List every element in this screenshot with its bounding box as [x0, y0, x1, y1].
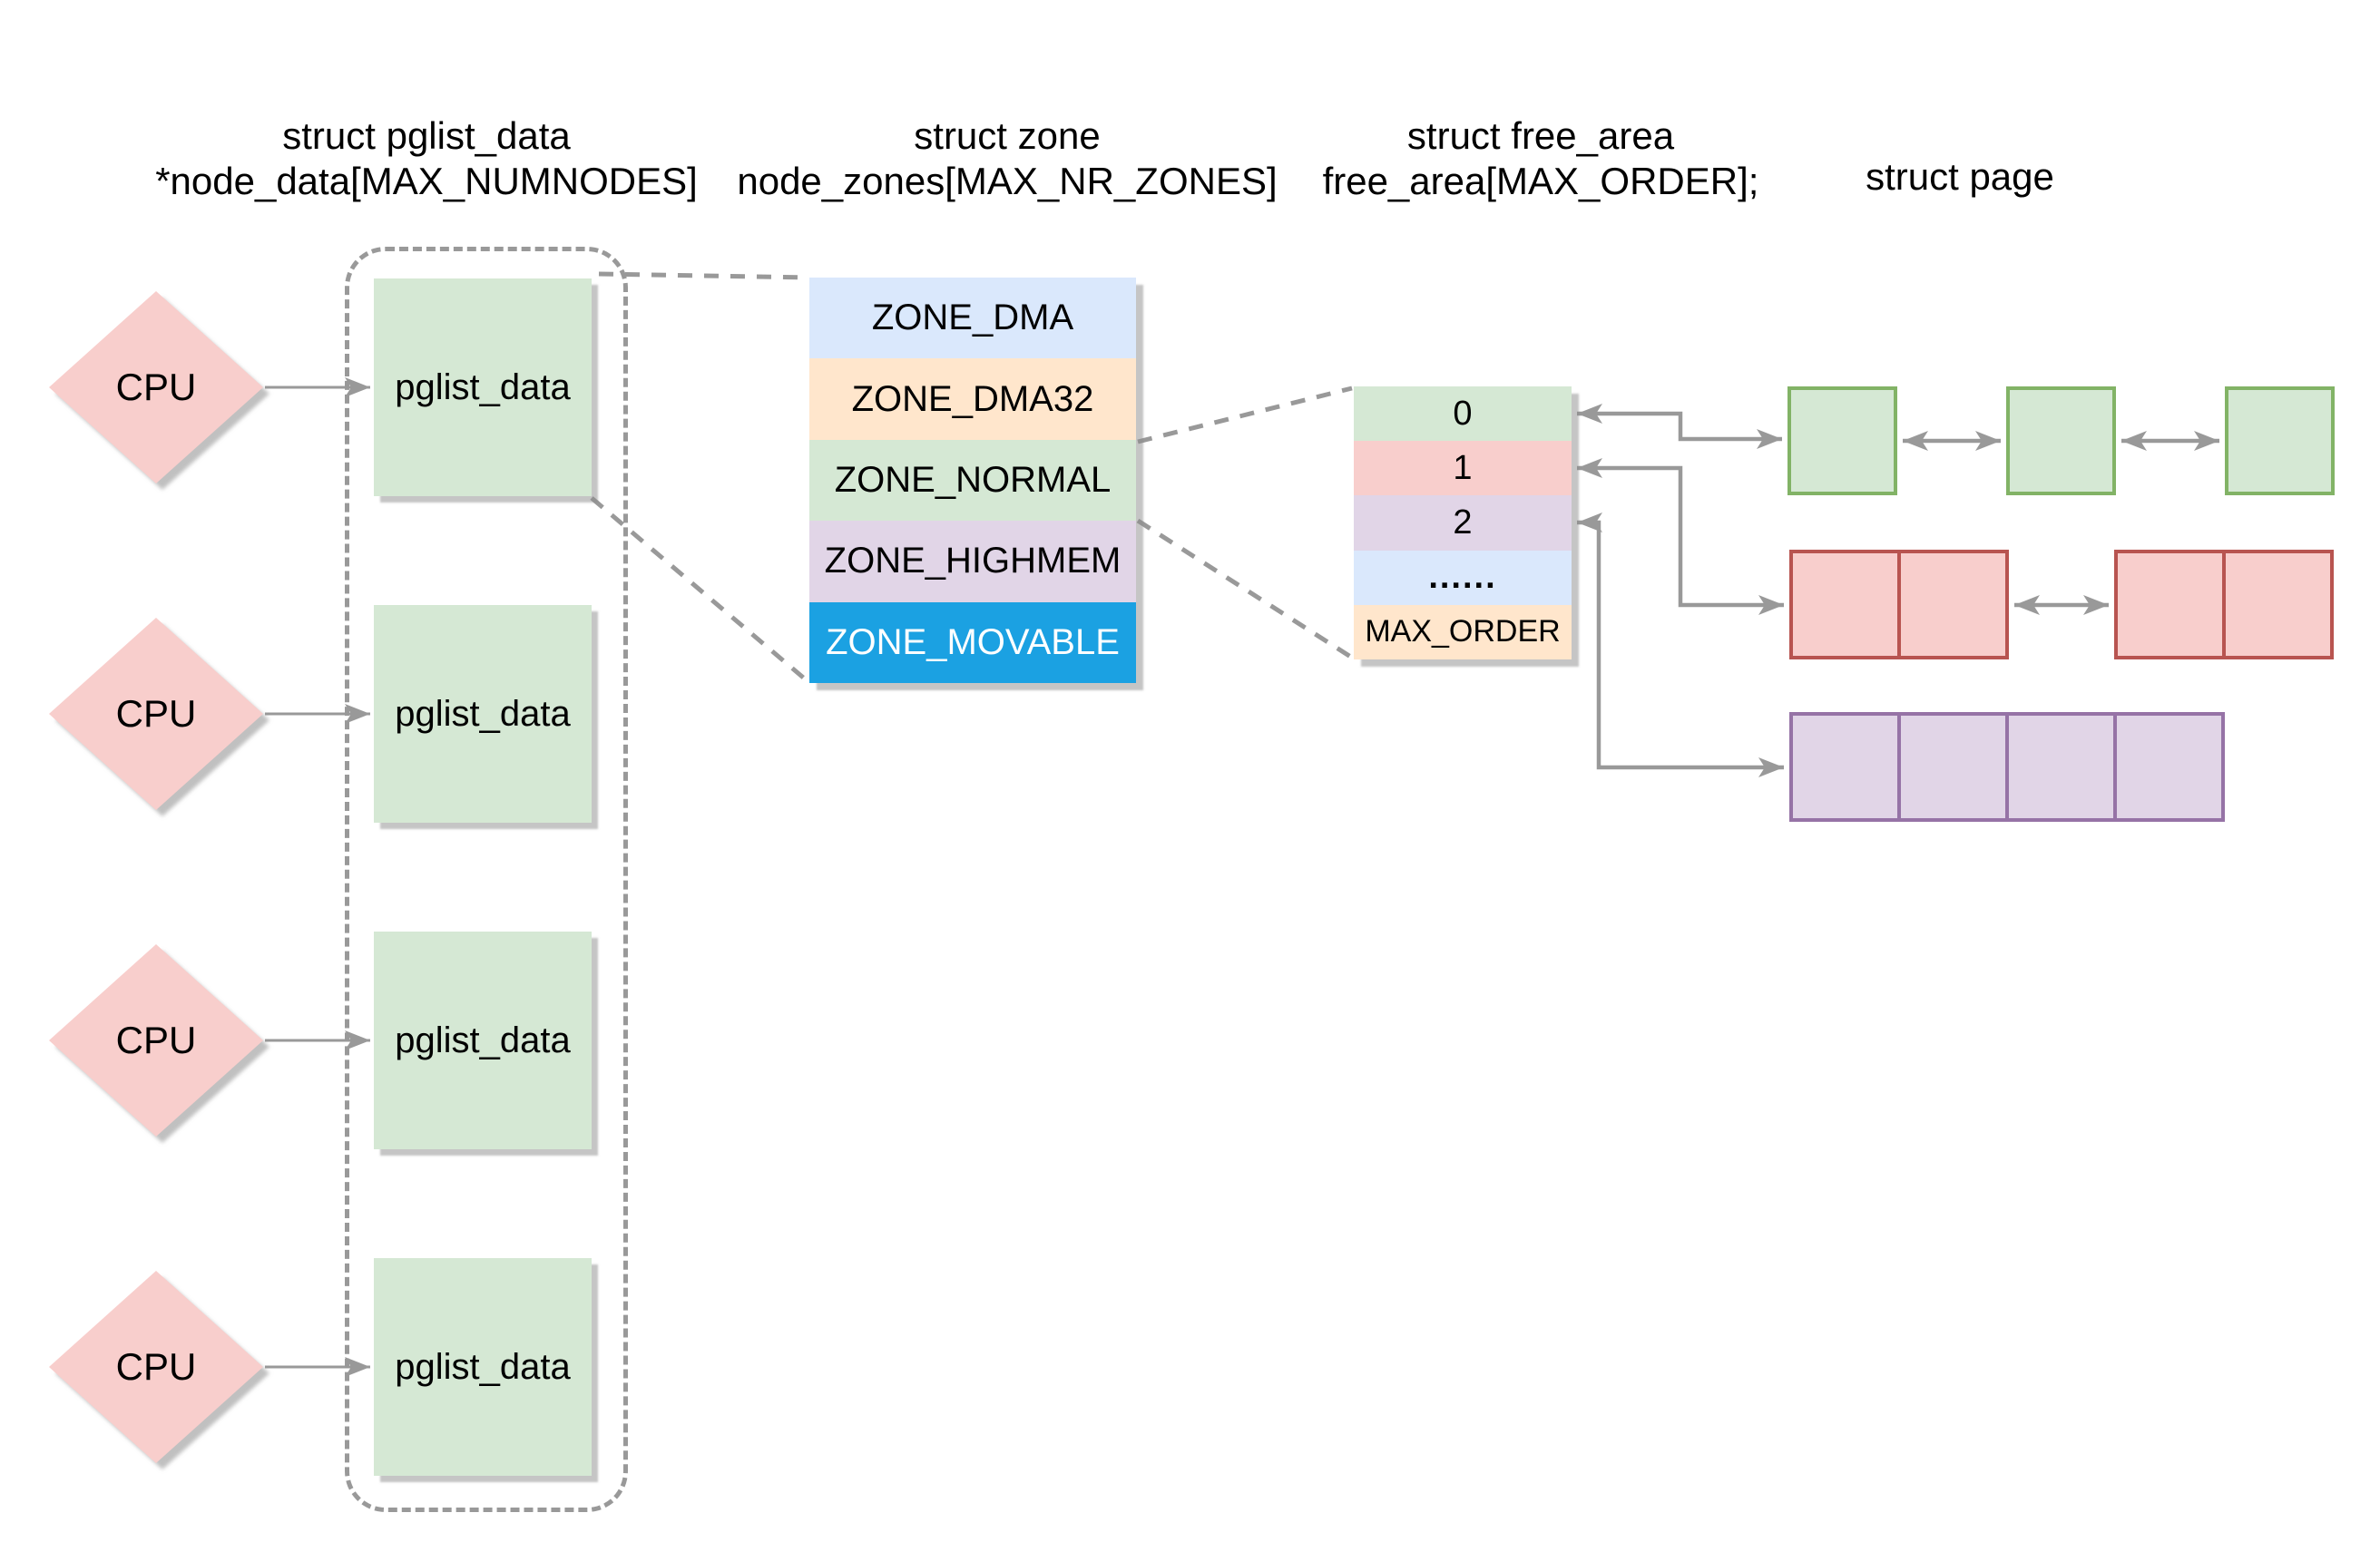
zone-stack: ZONE_DMA ZONE_DMA32 ZONE_NORMAL ZONE_HIG…	[809, 278, 1136, 684]
free-area-row-label: 1	[1453, 448, 1473, 487]
free-area-row-0: 0	[1354, 386, 1572, 442]
title-pglist-data: struct pglist_data *node_data[MAX_NUMNOD…	[154, 113, 699, 204]
zoom-guide-pglist-bottom	[590, 496, 809, 683]
page-cell	[2005, 716, 2113, 818]
page-block-order1-2	[2114, 550, 2334, 659]
cpu-node-2: CPU	[49, 618, 263, 810]
page-block-order2-1	[1789, 712, 2225, 822]
page-block-order0-1	[1787, 386, 1897, 495]
title-zone: struct zone node_zones[MAX_NR_ZONES]	[735, 113, 1279, 204]
cpu-diamond-shape: CPU	[49, 291, 263, 483]
title-zone-line1: struct zone	[914, 114, 1101, 157]
page-block-order0-2	[2006, 386, 2116, 495]
free-area-stack: 0 1 2 ...... MAX_ORDER	[1354, 386, 1572, 660]
free-area-row-label: MAX_ORDER	[1365, 614, 1561, 649]
pglist-data-label: pglist_data	[395, 693, 571, 734]
zoom-guide-pglist-top	[598, 271, 808, 280]
node-data-array-container	[345, 247, 628, 1512]
title-struct-page: struct page	[1688, 154, 2232, 200]
cpu-node-3: CPU	[49, 944, 263, 1137]
pglist-data-node-1: pglist_data	[374, 278, 592, 496]
page-cell	[2222, 553, 2330, 656]
free-area-order0-connector	[1577, 404, 1782, 449]
free-area-order1-connector	[1577, 458, 1784, 615]
title-pglist-line1: struct pglist_data	[282, 114, 571, 157]
pglist-data-label: pglist_data	[395, 1020, 571, 1060]
free-area-row-label: 2	[1453, 503, 1473, 542]
title-zone-line2: node_zones[MAX_NR_ZONES]	[737, 160, 1278, 202]
pglist-data-node-4: pglist_data	[374, 1258, 592, 1476]
cpu-label: CPU	[115, 1019, 197, 1061]
pglist-data-label: pglist_data	[395, 1346, 571, 1387]
title-struct-page-line1: struct page	[1866, 155, 2054, 198]
free-area-row-1: 1	[1354, 441, 1572, 496]
free-area-row-2: 2	[1354, 495, 1572, 551]
zone-row-dma32: ZONE_DMA32	[809, 358, 1136, 440]
pglist-data-node-2: pglist_data	[374, 605, 592, 823]
pglist-data-node-3: pglist_data	[374, 932, 592, 1149]
zone-row-highmem: ZONE_HIGHMEM	[809, 521, 1136, 602]
cpu-label: CPU	[115, 366, 197, 408]
page-block-order1-1	[1789, 550, 2009, 659]
cpu-label: CPU	[115, 1345, 197, 1388]
cpu-diamond-shape: CPU	[49, 618, 263, 810]
zone-row-dma: ZONE_DMA	[809, 278, 1136, 359]
title-pglist-line2: *node_data[MAX_NUMNODES]	[155, 160, 698, 202]
zone-row-movable: ZONE_MOVABLE	[809, 601, 1136, 684]
zone-row-label: ZONE_HIGHMEM	[824, 541, 1121, 581]
page-cell	[1793, 553, 1897, 656]
zoom-guide-zone-top	[1137, 386, 1353, 444]
page-cell	[2118, 553, 2222, 656]
zone-row-label: ZONE_DMA	[871, 298, 1074, 338]
page-block-order0-3	[2225, 386, 2335, 495]
page-cell	[1897, 553, 2005, 656]
free-area-row-ellipsis: ......	[1354, 550, 1572, 605]
pglist-data-label: pglist_data	[395, 366, 571, 407]
page-cell	[1897, 716, 2005, 818]
page-cell	[1793, 716, 1897, 818]
cpu-diamond-shape: CPU	[49, 944, 263, 1137]
free-area-order2-connector	[1577, 512, 1784, 777]
cpu-node-1: CPU	[49, 291, 263, 483]
zone-row-label: ZONE_MOVABLE	[826, 621, 1120, 662]
title-free-area: struct free_area free_area[MAX_ORDER];	[1268, 113, 1813, 204]
free-area-row-label: 0	[1453, 394, 1473, 433]
zoom-guide-zone-bottom	[1136, 518, 1354, 660]
cpu-label: CPU	[115, 692, 197, 735]
zone-row-label: ZONE_DMA32	[851, 378, 1094, 419]
zone-row-normal: ZONE_NORMAL	[809, 439, 1136, 522]
free-area-row-label: ......	[1428, 558, 1497, 597]
cpu-node-4: CPU	[49, 1271, 263, 1463]
free-area-row-max-order: MAX_ORDER	[1354, 604, 1572, 660]
cpu-diamond-shape: CPU	[49, 1271, 263, 1463]
page-cell	[2113, 716, 2221, 818]
zone-row-label: ZONE_NORMAL	[834, 460, 1112, 501]
title-free-area-line1: struct free_area	[1406, 114, 1675, 157]
title-free-area-line2: free_area[MAX_ORDER];	[1322, 160, 1759, 202]
